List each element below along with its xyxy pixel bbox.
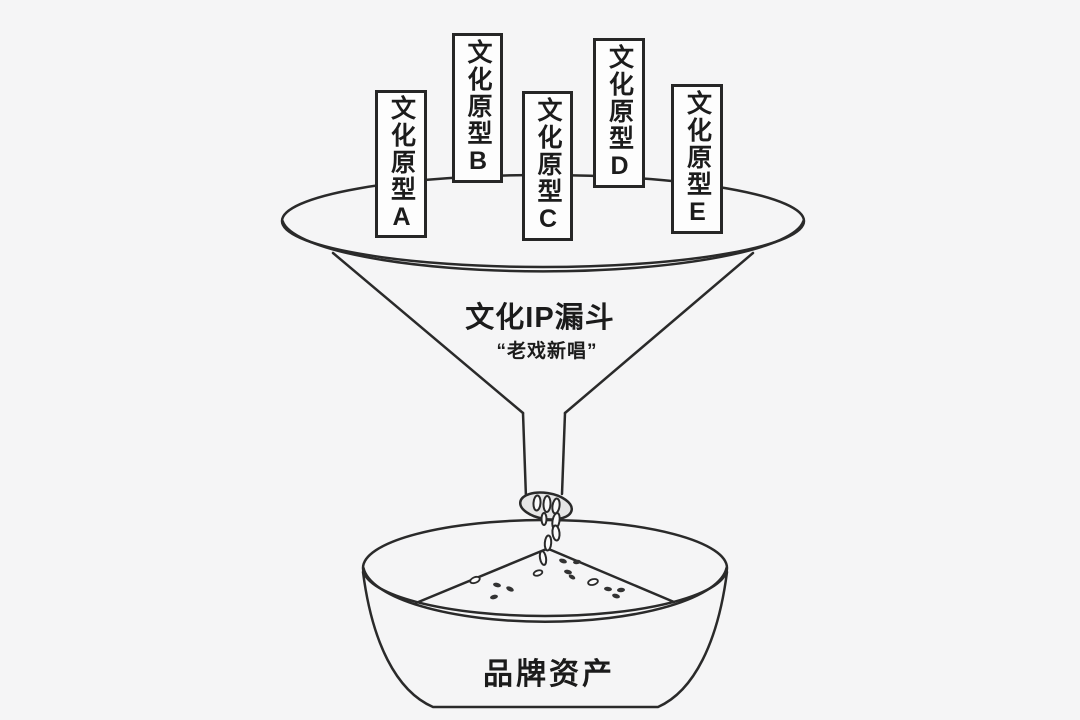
card-label: 文化原型C xyxy=(534,97,562,235)
card-culture-archetype-c: 文化原型C xyxy=(522,91,573,241)
seed xyxy=(587,578,599,586)
droplet xyxy=(532,494,542,512)
card-culture-archetype-d: 文化原型D xyxy=(593,38,645,188)
seed xyxy=(612,593,620,599)
card-culture-archetype-b: 文化原型B xyxy=(452,33,503,183)
droplet xyxy=(542,495,552,513)
funnel-cone-left-edge xyxy=(331,251,525,415)
seed xyxy=(506,586,514,592)
bowl-rim-lip xyxy=(362,566,728,623)
funnel-spout-right-edge xyxy=(560,411,567,496)
funnel-rim-lip xyxy=(281,219,805,273)
card-label: 文化原型E xyxy=(683,90,712,228)
seed xyxy=(573,559,581,565)
seed xyxy=(564,569,572,575)
card-label: 文化原型B xyxy=(464,39,492,177)
funnel-title: 文化IP漏斗 xyxy=(465,302,615,334)
droplet xyxy=(551,524,561,542)
seed xyxy=(490,594,498,600)
card-culture-archetype-a: 文化原型A xyxy=(375,90,427,238)
card-label: 文化原型D xyxy=(605,44,634,182)
seed xyxy=(617,587,625,593)
droplet xyxy=(540,512,548,526)
funnel-cone-right-edge xyxy=(563,251,755,415)
card-label: 文化原型A xyxy=(387,95,416,233)
seed xyxy=(568,574,576,580)
seed xyxy=(532,569,544,577)
droplet xyxy=(543,534,553,552)
seed xyxy=(604,586,612,592)
card-culture-archetype-e: 文化原型E xyxy=(671,84,723,234)
funnel-subtitle: “老戏新唱” xyxy=(496,341,598,362)
bowl-label: 品牌资产 xyxy=(483,658,615,691)
seed xyxy=(493,582,501,588)
bowl-body xyxy=(361,570,729,709)
funnel-spout-left-edge xyxy=(521,411,528,500)
seed xyxy=(469,575,481,585)
seed xyxy=(559,558,567,564)
droplet xyxy=(538,550,548,566)
